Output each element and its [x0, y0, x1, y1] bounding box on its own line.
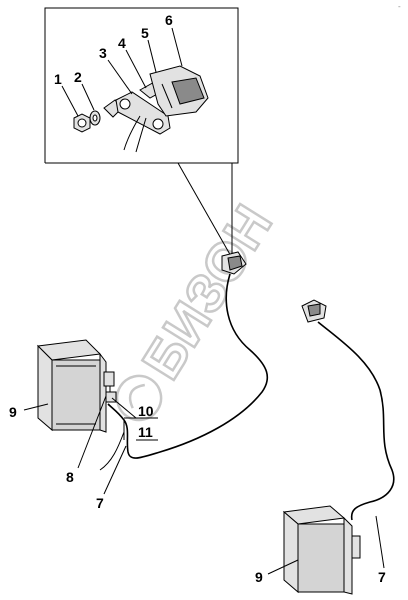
detail-frame [44, 7, 239, 164]
callout-8: 8 [66, 469, 74, 485]
callout-3: 3 [99, 45, 107, 61]
leader-5 [147, 39, 157, 73]
washer-part [89, 110, 101, 126]
nut-part [73, 113, 91, 133]
callout-2: 2 [74, 69, 82, 85]
small-lamp-right [301, 299, 327, 323]
cable-right [317, 321, 395, 521]
callout-9-left: 9 [9, 404, 17, 420]
leader-10 [111, 397, 137, 419]
headlight-left-lens [51, 359, 101, 431]
callout-5: 5 [141, 25, 149, 41]
leader-4 [125, 49, 147, 89]
watermark-logo-arc-icon [128, 383, 146, 409]
headlight-left [36, 339, 107, 433]
callout-11: 11 [138, 424, 153, 440]
small-lamp-upper [221, 251, 247, 275]
leader-1 [61, 85, 79, 117]
watermark-logo-icon [115, 374, 163, 422]
headlight-right [282, 505, 361, 595]
callout-4: 4 [118, 35, 126, 51]
leader-7-right [375, 515, 385, 569]
leader-3 [107, 59, 133, 95]
leader-2 [81, 83, 95, 111]
cable-left-branch [99, 431, 125, 471]
leader-7-left [103, 445, 127, 495]
callout-1: 1 [54, 71, 62, 87]
headlight-right-lens [297, 523, 345, 593]
leader-9-left [23, 403, 49, 411]
lamp-housing-part [149, 65, 209, 117]
corner-mark: - [398, 2, 401, 11]
leader-6 [171, 27, 183, 67]
callout-6: 6 [165, 12, 173, 28]
detail-leader-line [177, 162, 233, 259]
bracket-plate-part [103, 91, 171, 153]
leader-8 [77, 395, 107, 469]
callout-7-right: 7 [378, 569, 386, 585]
callout-10: 10 [138, 403, 154, 419]
leader-9-right [267, 559, 299, 575]
callout-9-right: 9 [255, 569, 263, 585]
callout-7-left: 7 [96, 495, 104, 511]
